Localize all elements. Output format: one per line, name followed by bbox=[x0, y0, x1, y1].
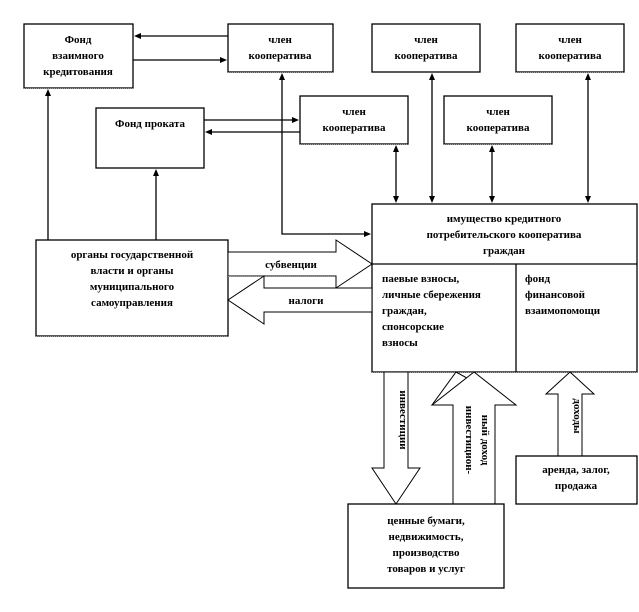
flow-label: ный доход bbox=[479, 415, 491, 466]
flow-label: инвестиции bbox=[397, 390, 409, 450]
arrowhead-icon bbox=[292, 117, 299, 123]
flow-label: налоги bbox=[289, 295, 325, 307]
arrowhead-icon bbox=[429, 196, 435, 203]
node-label: взносы bbox=[382, 337, 418, 349]
node-label: производство bbox=[393, 547, 460, 559]
node-label: финансовой bbox=[525, 289, 586, 301]
node-label: органы государственной bbox=[71, 249, 194, 261]
arrowhead-icon bbox=[429, 73, 435, 80]
connectors bbox=[45, 33, 591, 240]
node-member-3: член кооператива bbox=[515, 23, 625, 73]
node-label: член bbox=[486, 106, 510, 118]
node-label: граждан, bbox=[382, 305, 427, 317]
node-label: паевые взносы, bbox=[382, 273, 460, 285]
node-rental-fund: Фонд проката bbox=[95, 107, 205, 169]
node-label: кооператива bbox=[539, 50, 602, 62]
arrowhead-icon bbox=[393, 196, 399, 203]
node-label: недвижимость, bbox=[389, 531, 464, 543]
flow-income: доходы bbox=[544, 371, 596, 457]
node-label: кооператива bbox=[395, 50, 458, 62]
node-label: самоуправления bbox=[91, 297, 173, 309]
node-member-2: член кооператива bbox=[371, 23, 481, 73]
flow-subsidies: субвенции bbox=[227, 239, 373, 289]
node-label: член bbox=[558, 34, 582, 46]
arrowhead-icon bbox=[153, 169, 159, 176]
node-label: взаимного bbox=[52, 50, 104, 62]
arrowhead-icon bbox=[489, 145, 495, 152]
arrowhead-icon bbox=[585, 196, 591, 203]
property-title: потребительского кооператива bbox=[427, 229, 582, 241]
arrowhead-icon bbox=[134, 33, 141, 39]
node-label: власти и органы bbox=[91, 265, 174, 277]
node-label: продажа bbox=[555, 480, 598, 492]
arrowhead-icon bbox=[279, 73, 285, 80]
arrowhead-icon bbox=[393, 145, 399, 152]
node-label: спонсорские bbox=[382, 321, 444, 333]
node-securities: ценные бумаги, недвижимость, производств… bbox=[347, 503, 505, 589]
node-label: товаров и услуг bbox=[387, 563, 465, 575]
node-label: член bbox=[342, 106, 366, 118]
property-title: граждан bbox=[483, 245, 526, 257]
property-mutual-aid-section: фонд финансовой взаимопомощи bbox=[525, 273, 601, 317]
arrowhead-icon bbox=[205, 129, 212, 135]
arrowhead-icon bbox=[45, 89, 51, 96]
node-label: аренда, залог, bbox=[542, 464, 610, 476]
property-title: имущество кредитного bbox=[447, 213, 562, 225]
node-member-4: член кооператива bbox=[299, 95, 409, 145]
node-member-5: член кооператива bbox=[443, 95, 553, 145]
property-contributions-section: паевые взносы, личные сбережения граждан… bbox=[382, 273, 481, 349]
node-label: ценные бумаги, bbox=[387, 515, 465, 527]
node-government: органы государственной власти и органы м… bbox=[35, 239, 229, 337]
node-label: муниципального bbox=[90, 281, 175, 293]
node-cooperative-property: имущество кредитного потребительского ко… bbox=[371, 203, 638, 373]
flow-label: доходы bbox=[571, 398, 583, 434]
node-label: член bbox=[414, 34, 438, 46]
node-label: личные сбережения bbox=[382, 289, 481, 301]
node-label: фонд bbox=[525, 273, 550, 285]
node-label: взаимопомощи bbox=[525, 305, 601, 317]
arrowhead-icon bbox=[585, 73, 591, 80]
connector-member1-to-property bbox=[281, 76, 368, 235]
left-block-arrow-icon bbox=[227, 275, 373, 325]
node-rent-pledge-sale: аренда, залог, продажа bbox=[515, 455, 638, 505]
arrowhead-icon bbox=[489, 196, 495, 203]
node-label: кооператива bbox=[467, 122, 530, 134]
arrowhead-icon bbox=[220, 57, 227, 63]
node-label: кооператива bbox=[323, 122, 386, 134]
up-block-arrow-icon bbox=[544, 371, 596, 457]
node-label: Фонд проката bbox=[115, 118, 185, 130]
flow-taxes: налоги bbox=[227, 275, 373, 325]
arrowhead-icon bbox=[364, 231, 371, 237]
flow-label: субвенции bbox=[265, 259, 317, 271]
flow-investments: инвестиции bbox=[371, 371, 421, 505]
node-member-1: член кооператива bbox=[227, 23, 334, 73]
node-label: Фонд bbox=[65, 34, 92, 46]
flow-label: инвестицион- bbox=[463, 406, 475, 475]
node-label: член bbox=[268, 34, 292, 46]
node-label: кооператива bbox=[249, 50, 312, 62]
node-mutual-credit-fund: Фонд взаимного кредитования bbox=[23, 23, 134, 89]
flow-investment-income: инвестицион- ный доход bbox=[430, 371, 518, 505]
down-block-arrow-icon bbox=[371, 371, 421, 505]
node-label: кредитования bbox=[43, 66, 113, 78]
